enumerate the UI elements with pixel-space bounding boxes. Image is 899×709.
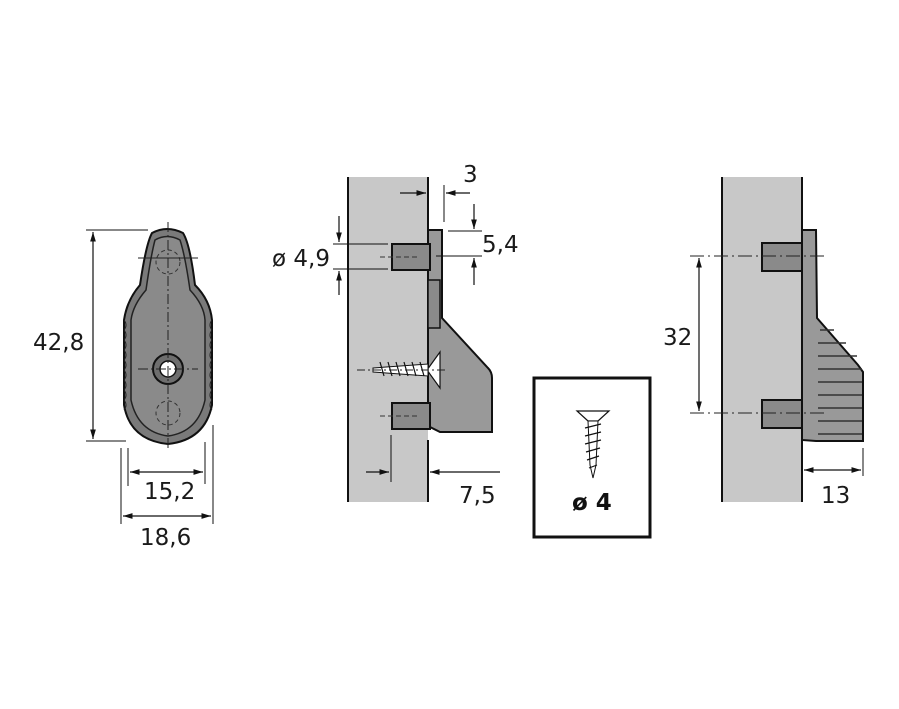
bracket-side-ribbed (801, 229, 864, 442)
cabinet-panel (348, 177, 428, 502)
knurl-edge (123, 319, 213, 411)
screw-icon (575, 410, 611, 479)
side-view: 3 5,4 ø 4,9 7,5 (272, 162, 519, 509)
outer-width-label: 18,6 (140, 525, 191, 551)
side-view-spacing: 32 13 (663, 177, 864, 509)
hole-diameter-label: ø 4,9 (272, 246, 330, 272)
rib-lines (818, 329, 862, 435)
screw-side (357, 350, 448, 390)
bracket-side-body (427, 229, 493, 433)
projection-label: 13 (821, 483, 850, 509)
offset-top-label: 3 (463, 162, 478, 188)
height-label: 42,8 (33, 330, 84, 356)
screw-detail-box: ø 4 (532, 376, 652, 539)
screw-diameter-label: ø 4 (572, 490, 612, 516)
depth-label: 7,5 (459, 483, 496, 509)
cabinet-panel-2 (722, 177, 802, 502)
hole-spacing-label: 32 (663, 325, 692, 351)
inner-width-label: 15,2 (144, 479, 195, 505)
front-view: 42,8 15,2 18,6 (33, 222, 214, 551)
flange-height-label: 5,4 (482, 232, 519, 258)
